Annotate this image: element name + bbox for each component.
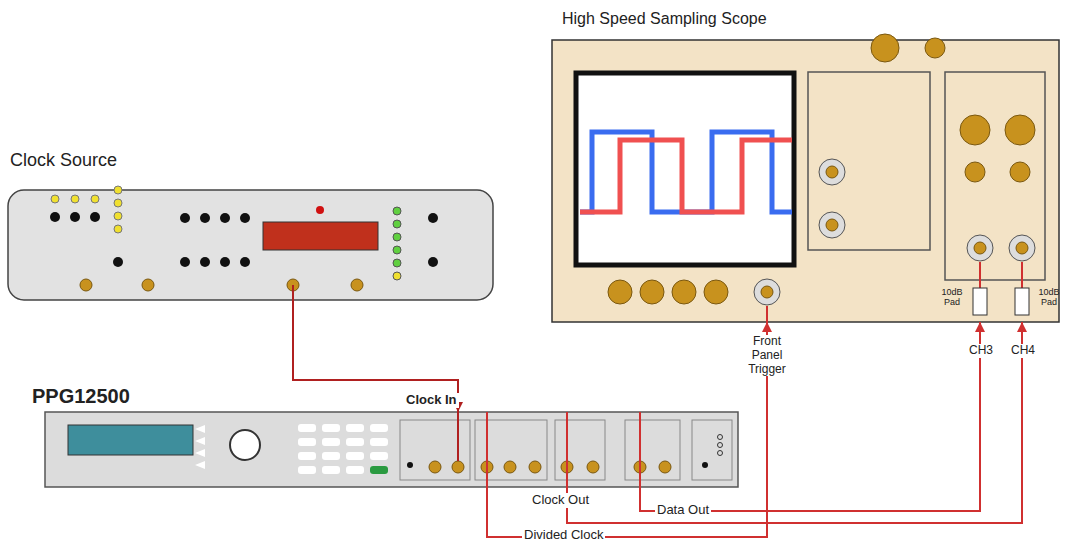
sampling-scope-drawing: [552, 34, 1059, 322]
signal-cable: [640, 322, 985, 511]
pattern-generator: PPG12500: [45, 412, 738, 487]
attenuator-label: 10dB Pad: [936, 287, 968, 308]
instrument-title: High Speed Sampling Scope: [562, 10, 767, 28]
port-label: Clock In: [404, 393, 459, 408]
cable-label: Clock Out: [530, 493, 591, 508]
pattern-generator-drawing: [45, 412, 738, 487]
attenuator-label: 10dB Pad: [1033, 287, 1065, 308]
sampling-scope: High Speed Sampling Scope: [552, 40, 1059, 322]
cable-label: Divided Clock: [522, 528, 605, 543]
signal-cable: [487, 322, 772, 537]
instrument-title: Clock Source: [10, 150, 117, 171]
signal-cable: [293, 300, 463, 412]
cable-label: Data Out: [655, 503, 711, 518]
clock-source: Clock Source: [8, 190, 493, 300]
channel-label: CH4: [1009, 344, 1037, 358]
instrument-title: PPG12500: [32, 385, 130, 408]
trigger-label: Front Panel Trigger: [737, 335, 797, 376]
signal-cable: [567, 322, 1027, 523]
channel-label: CH3: [967, 344, 995, 358]
clock-source-drawing: [8, 186, 493, 300]
